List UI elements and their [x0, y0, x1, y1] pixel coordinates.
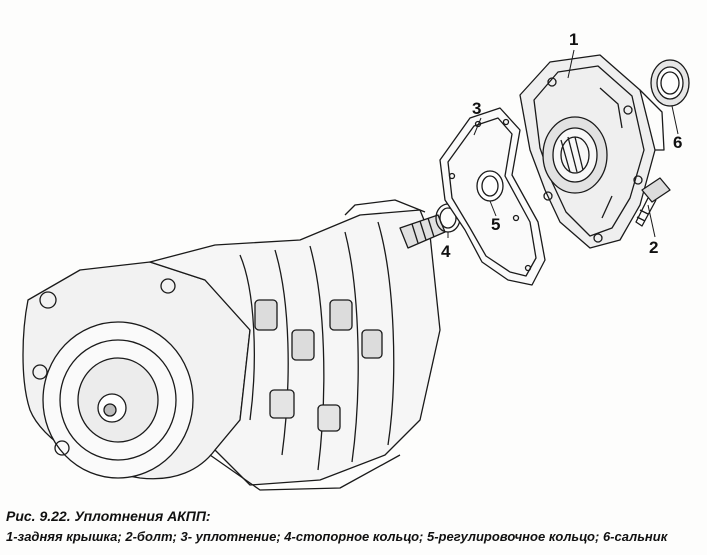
bolt-part [635, 177, 671, 227]
caption-title: Рис. 9.22. Уплотнения АКПП: [6, 508, 211, 524]
caption-legend: 1-задняя крышка; 2-болт; 3- уплотнение; … [6, 529, 668, 544]
oil-seal-part [650, 59, 690, 107]
callout-5: 5 [491, 215, 501, 234]
leader-lines [447, 49, 679, 238]
callout-3: 3 [472, 99, 482, 118]
figure-caption: Рис. 9.22. Уплотнения АКПП: 1-задняя кры… [6, 507, 701, 546]
callout-6: 6 [673, 133, 683, 152]
callout-1: 1 [569, 30, 579, 49]
callout-4: 4 [441, 242, 451, 261]
rear-cover-part [519, 54, 665, 249]
transmission-exploded-view [22, 49, 690, 491]
transmission-housing [22, 199, 446, 491]
gasket-part [439, 107, 546, 286]
callout-2: 2 [649, 238, 659, 257]
